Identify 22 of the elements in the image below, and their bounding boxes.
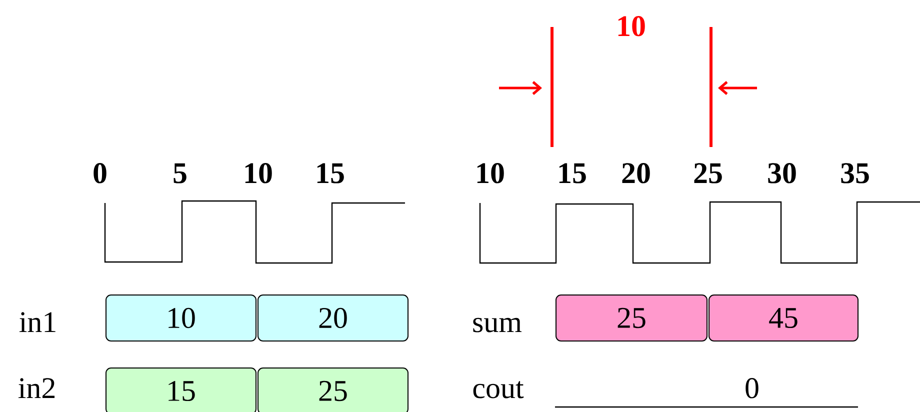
dimension-label: 10	[618, 16, 645, 36]
time-label: 35	[841, 163, 869, 184]
signal-name: in1	[19, 312, 56, 332]
signal-name: in2	[18, 378, 55, 398]
data-box: 25	[556, 294, 708, 342]
time-label: 0	[94, 163, 106, 184]
value-label: 0	[746, 378, 758, 398]
signal-name: cout	[473, 381, 524, 398]
time-label: 10	[477, 163, 504, 184]
signal-name: sum	[473, 318, 522, 332]
data-box: 45	[708, 294, 858, 342]
time-label: 10	[245, 163, 272, 184]
time-label: 15	[317, 163, 344, 184]
data-box: 10	[106, 294, 256, 342]
data-box: 20	[258, 294, 408, 342]
time-label: 5	[174, 163, 186, 184]
data-box: 15	[106, 368, 256, 412]
time-label: 15	[559, 163, 586, 184]
data-box: 25	[258, 368, 408, 412]
time-label: 25	[694, 163, 722, 184]
time-label: 30	[768, 163, 796, 184]
time-label: 20	[622, 163, 650, 184]
